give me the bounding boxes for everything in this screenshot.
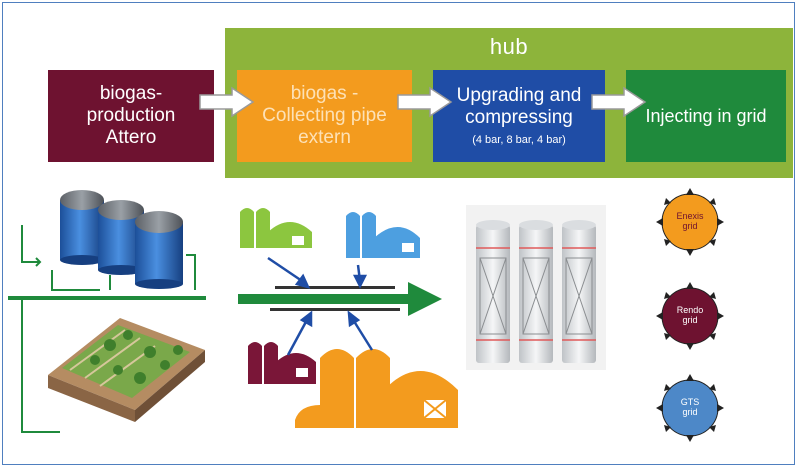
farm-silo-icon xyxy=(295,349,458,428)
step-label: biogas- production Attero xyxy=(86,83,176,148)
flow-arrow-icon xyxy=(199,86,255,118)
step-label: biogas - Collecting pipe extern xyxy=(262,83,387,148)
collecting-pipe-arrow-icon xyxy=(238,282,442,316)
gas-cylinder-icon xyxy=(466,205,606,370)
flow-arrow-icon xyxy=(591,86,647,118)
gas-pipe-line xyxy=(8,296,206,300)
grid-node-icon xyxy=(656,282,724,350)
step-label: Injecting in grid xyxy=(645,105,767,126)
step-upgrading: Upgrading and compressing (4 bar, 8 bar,… xyxy=(433,70,605,162)
grid-label-rendo: Rendo grid xyxy=(676,305,704,326)
step-collecting-pipe: biogas - Collecting pipe extern xyxy=(237,70,412,162)
grid-node-icon xyxy=(656,188,724,256)
farm-silo-icon xyxy=(346,212,420,258)
inflow-arrow-icon xyxy=(267,256,374,356)
digester-tanks-icon xyxy=(21,190,196,291)
grid-node-icon xyxy=(656,374,724,442)
step-sublabel: (4 bar, 8 bar, 4 bar) xyxy=(472,134,566,147)
grid-label-enexis: Enexis grid xyxy=(676,211,704,232)
farm-silo-icon xyxy=(248,342,316,384)
grid-label-gts: GTS grid xyxy=(680,397,700,418)
flow-arrow-icon xyxy=(397,86,453,118)
step-injecting: Injecting in grid xyxy=(626,70,786,162)
hub-title: hub xyxy=(489,34,529,59)
diagram-frame xyxy=(2,2,795,465)
farm-silo-icon xyxy=(240,208,312,248)
step-biogas-production: biogas- production Attero xyxy=(48,70,214,162)
step-label: Upgrading and compressing xyxy=(456,85,582,129)
landfill-icon xyxy=(21,300,205,433)
